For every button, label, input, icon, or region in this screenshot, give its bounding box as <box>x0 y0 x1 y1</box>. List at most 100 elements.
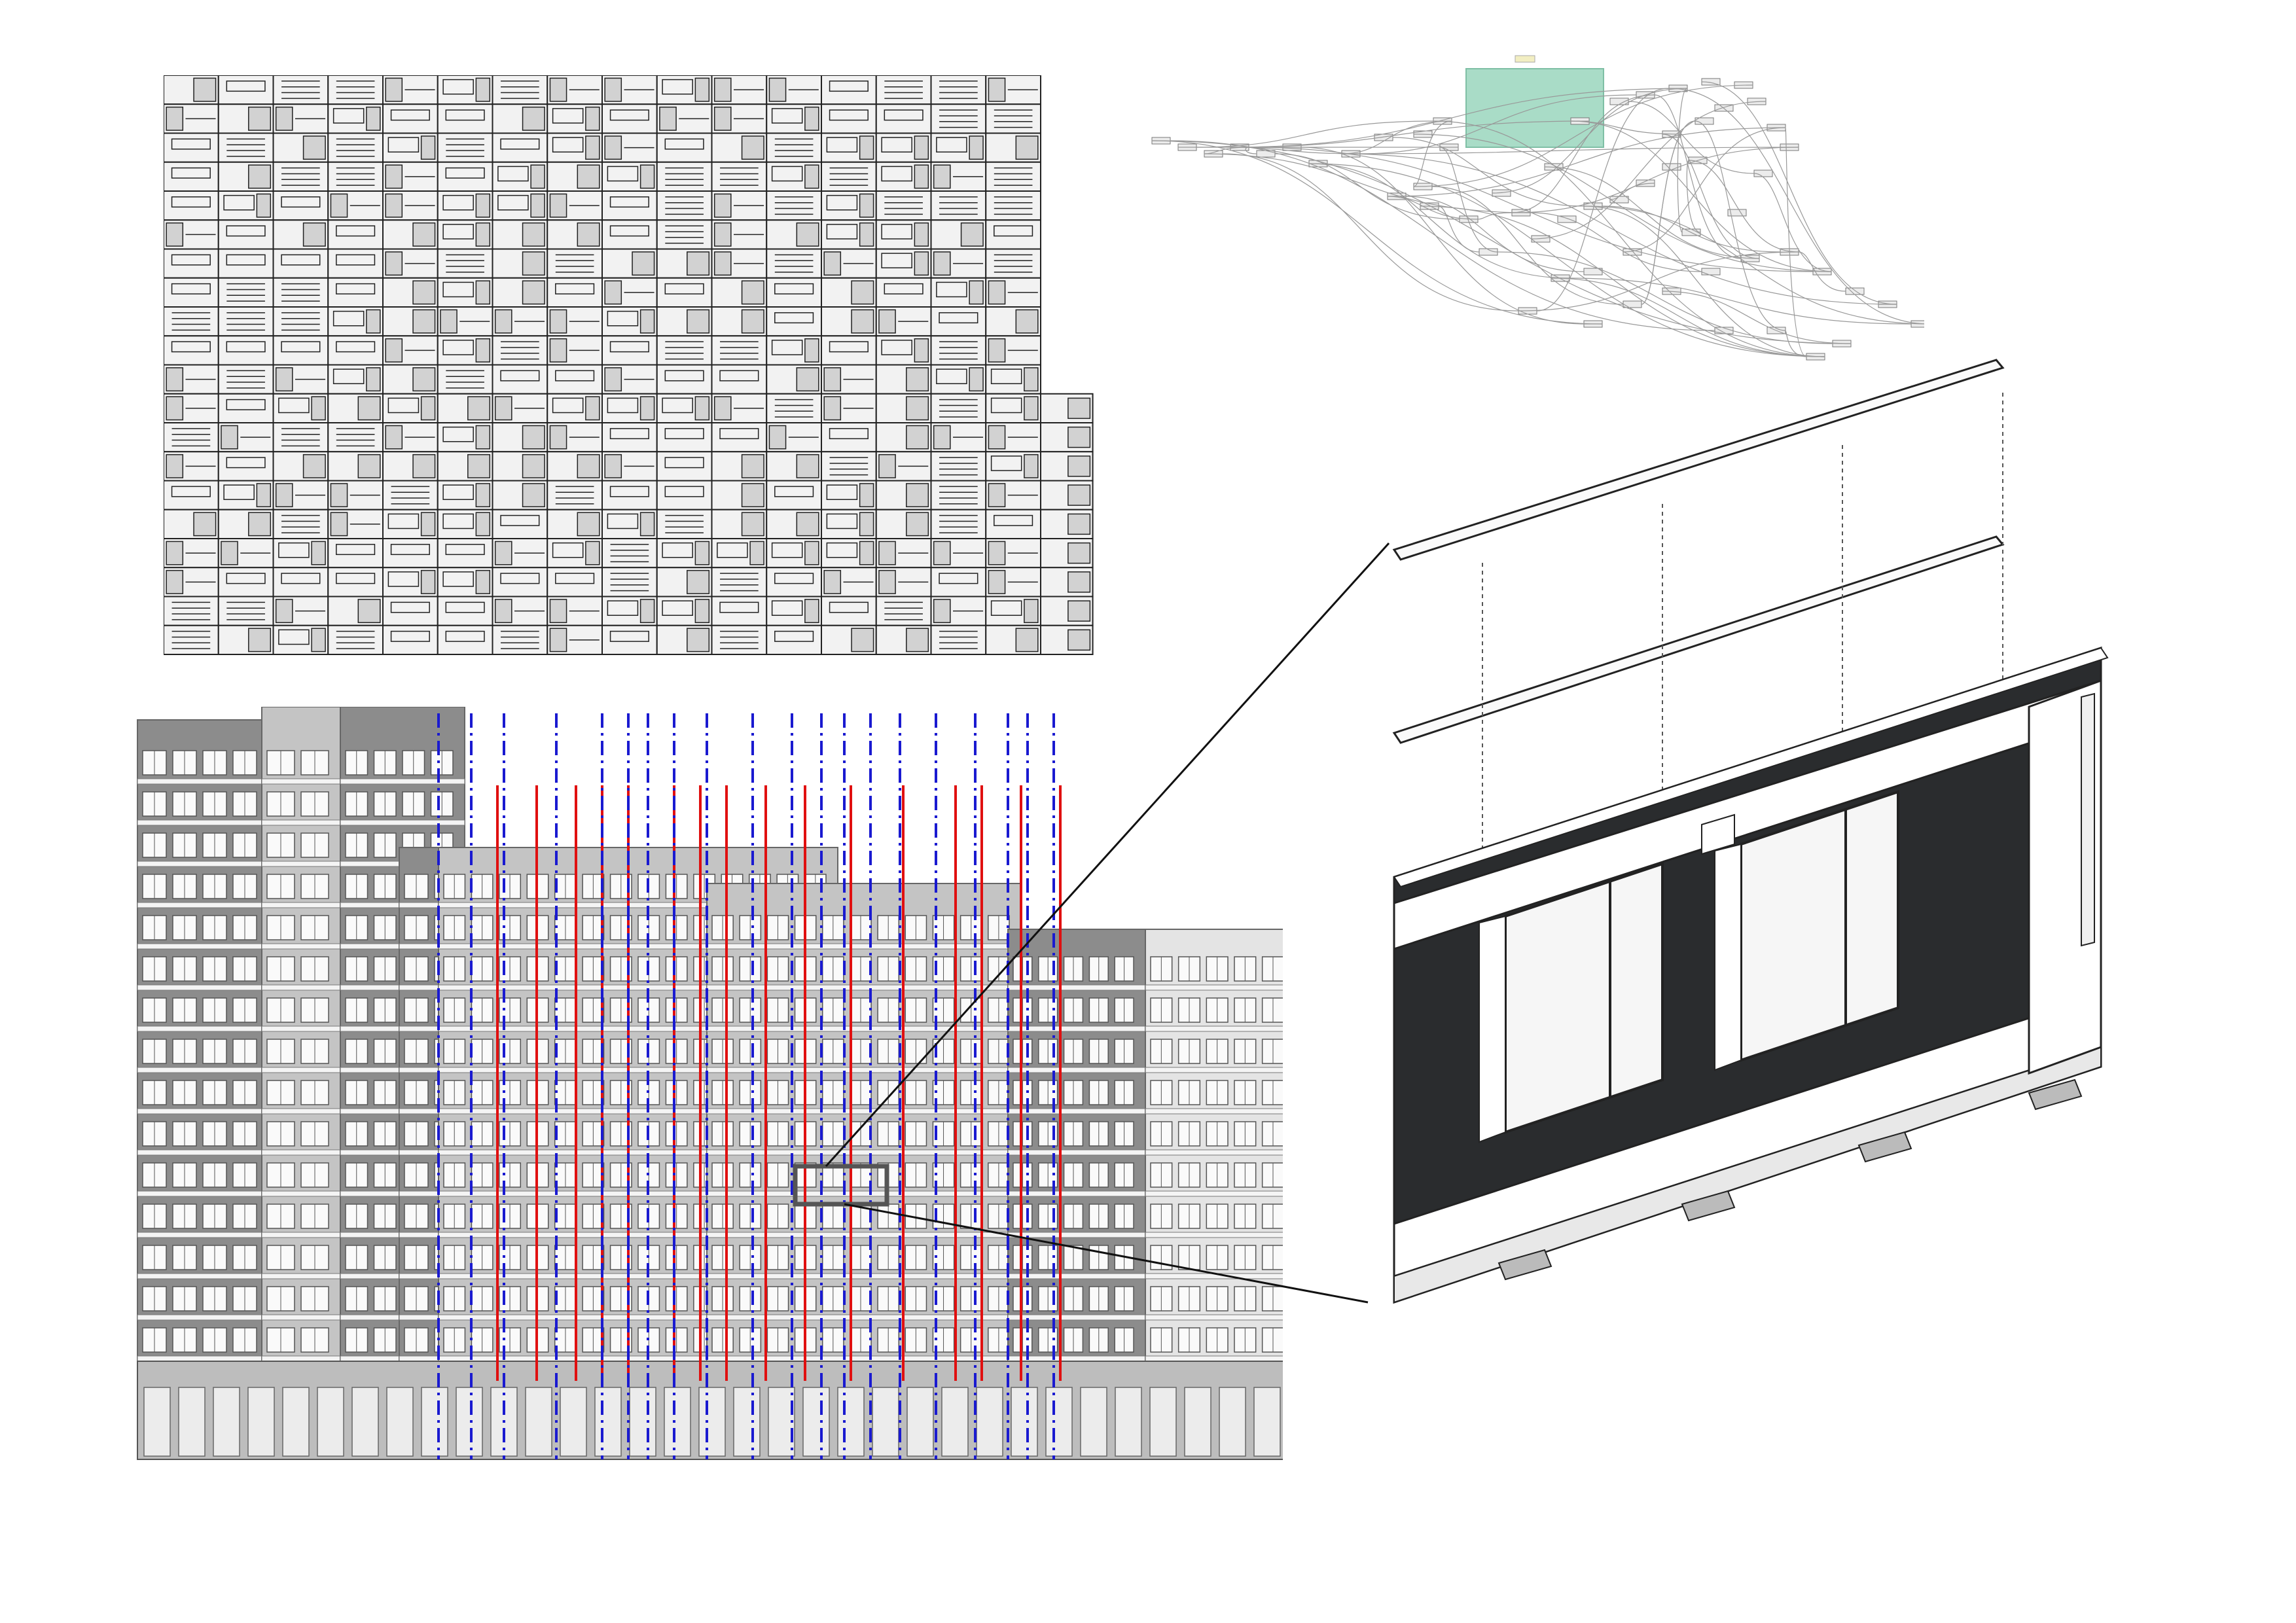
panel-outline <box>217 451 274 482</box>
facade-panel <box>821 538 877 569</box>
panel-window <box>664 283 704 294</box>
facade-panel <box>656 538 713 569</box>
panel-solid-part <box>1067 426 1091 448</box>
facade-panel-extra <box>1040 422 1094 453</box>
facade-panel <box>164 190 219 221</box>
graph-wire <box>1308 163 1570 279</box>
panel-solid-part <box>1024 599 1039 624</box>
facade-panel <box>601 508 658 539</box>
panel-solid-part <box>1067 455 1091 477</box>
panel-solid-part <box>988 569 1006 594</box>
panel-outline <box>875 277 932 308</box>
axonometric-drawing <box>1392 359 2109 1304</box>
window-reveal <box>1479 915 1506 1143</box>
panel-window <box>171 138 211 150</box>
panel-solid-part <box>713 222 732 247</box>
facade-panel <box>437 219 493 250</box>
storefront-window <box>698 1387 726 1457</box>
facade-panel <box>217 306 274 337</box>
facade-panel <box>272 393 329 423</box>
panel-outline <box>217 132 274 163</box>
graph-wire <box>1536 88 1670 312</box>
panel-window <box>881 253 912 269</box>
panel-solid-part <box>330 483 348 508</box>
facade-panel <box>930 422 987 453</box>
panel-window <box>771 542 803 558</box>
graph-wire <box>1413 84 1753 187</box>
storefront-window <box>768 1387 795 1457</box>
panel-window <box>223 484 255 501</box>
panel-solid-part <box>166 569 184 594</box>
panel-window <box>555 283 595 294</box>
graph-node <box>1557 215 1577 223</box>
graph-wire <box>1511 147 1799 213</box>
facade-panel <box>492 161 548 192</box>
panel-window <box>881 166 912 182</box>
panel-window <box>609 341 649 353</box>
graph-wire <box>1677 88 1688 233</box>
storefront-window <box>1115 1387 1142 1457</box>
graph-wire <box>1602 205 1781 253</box>
panel-outline <box>217 219 274 250</box>
panel-outline <box>382 538 439 569</box>
panel-outline <box>382 103 439 134</box>
panel-solid-part <box>248 628 272 652</box>
panel-window <box>336 573 376 584</box>
panel-solid-part <box>768 425 787 450</box>
panel-window <box>719 370 759 382</box>
panel-solid-part <box>796 367 819 392</box>
panel-solid-part <box>193 77 217 102</box>
facade-panel <box>492 248 548 279</box>
panel-solid-part <box>385 251 403 276</box>
panel-solid-part <box>878 454 896 478</box>
floor-slab <box>1145 984 1283 991</box>
panel-solid-part <box>878 309 896 334</box>
panel-window <box>226 573 266 584</box>
panel-solid-part <box>878 541 896 565</box>
graph-wire <box>1204 153 1531 213</box>
facade-panel <box>766 277 822 308</box>
facade-panel <box>601 596 658 626</box>
facade-panel <box>656 596 713 626</box>
facade-panel <box>272 596 329 626</box>
panel-solid-part <box>906 367 929 392</box>
panel-window <box>171 283 211 294</box>
panel-window <box>497 194 529 211</box>
panel-solid-part <box>906 396 929 421</box>
facade-panel <box>601 393 658 423</box>
facade-panel <box>217 624 274 655</box>
facade-panel <box>437 75 493 105</box>
panel-outline <box>656 422 713 453</box>
facade-panel <box>547 161 603 192</box>
panel-window <box>609 486 649 497</box>
panel-solid-part <box>166 367 184 392</box>
facade-panel <box>766 103 822 134</box>
building-elevation <box>131 707 1283 1492</box>
facade-panel-extra <box>1040 480 1094 510</box>
panel-solid-part <box>906 628 929 652</box>
facade-panel <box>164 364 219 395</box>
graph-wire <box>1688 160 1799 253</box>
facade-panel <box>217 596 274 626</box>
panel-solid-part <box>687 569 710 594</box>
support-bracket <box>1857 1131 1912 1163</box>
panel-solid-part <box>687 309 710 334</box>
panel-window <box>445 601 485 613</box>
facade-panel <box>766 624 822 655</box>
facade-panel <box>985 75 1041 105</box>
facade-panel <box>601 248 658 279</box>
panel-window <box>552 137 584 153</box>
panel-window <box>387 397 420 414</box>
facade-panel <box>656 306 713 337</box>
panel-solid-part <box>248 164 272 189</box>
panel-solid-part <box>475 338 491 363</box>
panel-solid-part <box>804 541 819 565</box>
facade-panel <box>930 624 987 655</box>
panel-solid-part <box>1067 571 1091 593</box>
panel-solid-part <box>522 106 545 131</box>
graph-wire <box>1230 120 1590 148</box>
storefront-window <box>282 1387 310 1457</box>
panel-window <box>171 196 211 208</box>
graph-wire <box>1413 134 1832 272</box>
panel-outline <box>875 190 932 221</box>
